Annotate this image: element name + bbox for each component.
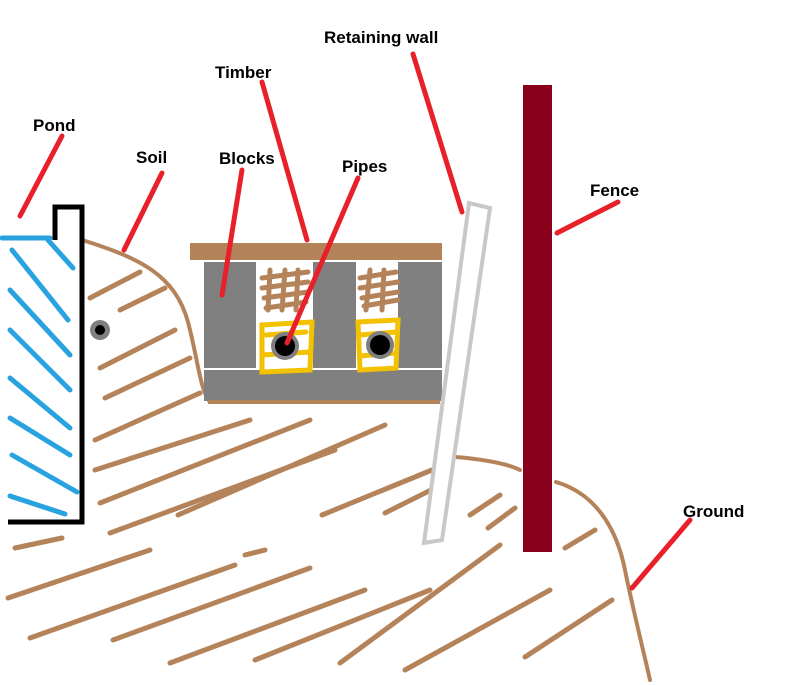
label-pond: Pond <box>33 116 76 135</box>
pointer-pipes <box>284 175 361 346</box>
timber <box>190 243 442 260</box>
label-blocks: Blocks <box>219 149 275 168</box>
pointer-ground <box>629 517 693 591</box>
retaining-wall <box>421 200 493 546</box>
pond-water <box>0 235 80 517</box>
pointer-fence <box>554 199 621 236</box>
label-pipes: Pipes <box>342 157 388 176</box>
ground-line <box>454 455 652 682</box>
blocks <box>204 262 442 404</box>
label-ground: Ground <box>683 502 745 521</box>
soil-bank-curve <box>80 238 212 404</box>
label-timber: Timber <box>215 63 272 82</box>
pointer-pond <box>17 133 65 219</box>
pointer-blocks <box>219 167 245 298</box>
pointer-timber <box>259 79 310 243</box>
soil-hatching <box>5 269 615 673</box>
label-retaining-wall: Retaining wall <box>324 28 439 47</box>
soil-scribbles <box>259 267 401 313</box>
pointer-soil <box>121 170 165 253</box>
label-soil: Soil <box>136 148 168 167</box>
pond-wall <box>8 204 85 525</box>
soil-pipe <box>90 320 110 340</box>
pointer-retaining-wall <box>410 51 465 215</box>
pointers <box>17 51 693 591</box>
fence-post <box>523 85 552 552</box>
label-fence: Fence <box>590 181 640 200</box>
